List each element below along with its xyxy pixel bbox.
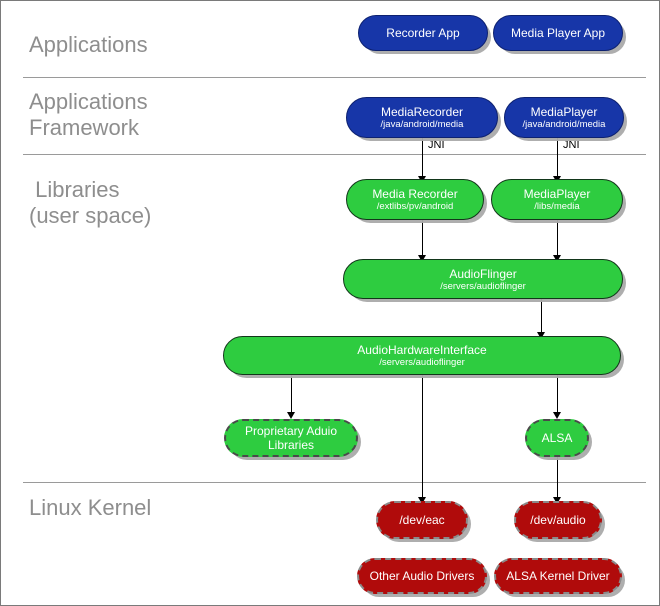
node-media-player-app-title: Media Player App <box>510 26 606 40</box>
node-mediarecorder-framework-path: /java/android/media <box>380 119 464 130</box>
connector-audioflinger-to-audiohardwareinterface <box>541 299 542 337</box>
band-label-applications-framework: Applications Framework <box>29 89 148 140</box>
node-audioflinger-title: AudioFlinger <box>449 266 517 281</box>
node-dev-eac-title: /dev/eac <box>399 513 445 527</box>
node-media-recorder-library[interactable]: Media Recorder /extlibs/pv/android <box>346 179 484 220</box>
node-other-audio-drivers-title: Other Audio Drivers <box>369 569 475 583</box>
divider-applications <box>23 77 646 78</box>
jni-label-left: JNI <box>428 139 445 151</box>
node-alsa[interactable]: ALSA <box>525 419 589 457</box>
node-alsa-kernel-driver-title: ALSA Kernel Driver <box>506 569 610 583</box>
connector-alsa-to-dev-audio <box>557 456 558 502</box>
node-dev-audio-title: /dev/audio <box>530 513 586 527</box>
node-audioflinger-path: /servers/audioflinger <box>440 280 526 292</box>
connector-ahi-to-dev-eac <box>422 375 423 502</box>
jni-label-right: JNI <box>563 139 580 151</box>
connector-mediaplayer-jni <box>557 138 558 181</box>
connector-mediarecorder-jni <box>422 138 423 181</box>
connector-ahi-to-proprietary <box>291 375 292 417</box>
node-mediaplayer-framework[interactable]: MediaPlayer /java/android/media <box>504 97 624 138</box>
node-dev-audio[interactable]: /dev/audio <box>514 501 602 539</box>
node-audiohardwareinterface-path: /servers/audioflinger <box>379 357 465 368</box>
node-alsa-kernel-driver[interactable]: ALSA Kernel Driver <box>494 558 622 594</box>
band-label-applications: Applications <box>29 32 148 57</box>
node-mediaplayer-framework-title: MediaPlayer <box>530 105 598 119</box>
node-mediarecorder-framework[interactable]: MediaRecorder /java/android/media <box>346 97 498 138</box>
node-dev-eac[interactable]: /dev/eac <box>376 501 468 539</box>
node-proprietary-audio-libraries-title: Proprietary Aduio Libraries <box>244 424 338 452</box>
node-audiohardwareinterface[interactable]: AudioHardwareInterface /servers/audiofli… <box>223 336 621 375</box>
node-media-recorder-library-title: Media Recorder <box>372 187 458 201</box>
divider-kernel <box>23 482 646 483</box>
node-proprietary-audio-libraries[interactable]: Proprietary Aduio Libraries <box>224 419 358 457</box>
arrowhead-ahi-to-alsa <box>553 412 561 419</box>
arrowhead-ahi-to-proprietary <box>287 412 295 419</box>
node-mediaplayer-library[interactable]: MediaPlayer /libs/media <box>491 179 623 220</box>
node-mediarecorder-framework-title: MediaRecorder <box>380 105 464 119</box>
band-label-libraries: Libraries (user space) <box>29 177 152 228</box>
node-alsa-title: ALSA <box>541 431 573 445</box>
connector-mediarecorder-to-audioflinger <box>422 220 423 260</box>
node-media-recorder-library-path: /extlibs/pv/android <box>376 201 454 212</box>
connector-mediaplayer-to-audioflinger <box>557 220 558 260</box>
connector-ahi-to-alsa <box>557 375 558 417</box>
node-audiohardwareinterface-title: AudioHardwareInterface <box>357 343 487 357</box>
node-audioflinger[interactable]: AudioFlinger /servers/audioflinger <box>343 259 623 299</box>
node-media-player-app[interactable]: Media Player App <box>493 15 623 51</box>
node-other-audio-drivers[interactable]: Other Audio Drivers <box>357 558 487 594</box>
node-recorder-app-title: Recorder App <box>386 26 460 40</box>
band-label-linux-kernel: Linux Kernel <box>29 495 152 520</box>
node-recorder-app[interactable]: Recorder App <box>358 15 488 51</box>
divider-framework <box>23 154 646 155</box>
node-mediaplayer-library-path: /libs/media <box>534 201 580 212</box>
node-mediaplayer-framework-path: /java/android/media <box>522 119 606 130</box>
node-mediaplayer-library-title: MediaPlayer <box>523 187 591 201</box>
